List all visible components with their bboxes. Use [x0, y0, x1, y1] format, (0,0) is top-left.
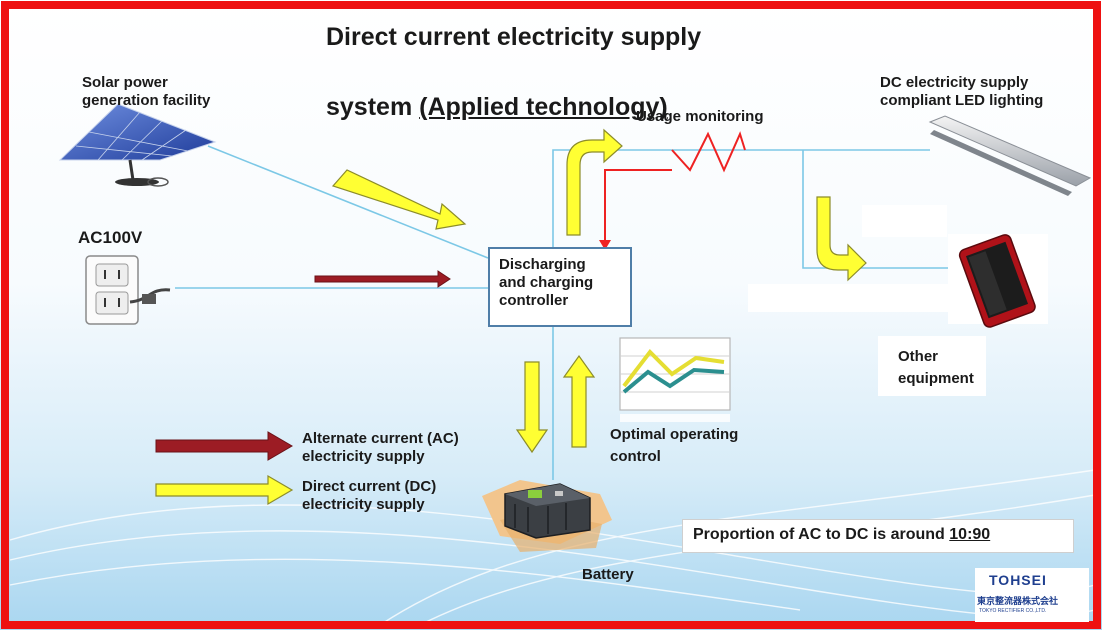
proportion-value: 10:90 — [949, 526, 991, 543]
battery-label: Battery — [582, 566, 634, 583]
label-patch — [862, 205, 947, 237]
dc-arrow-solar — [331, 169, 467, 230]
label-patch — [878, 336, 986, 396]
solar-label: Solar power generation facility — [82, 74, 211, 109]
legend-dc-label: Direct current (DC) electricity supply — [302, 478, 437, 513]
monitor-arrowhead — [599, 240, 611, 250]
ac-flow-arrows — [155, 270, 451, 461]
controller-box — [488, 247, 632, 327]
dc-arrow-down-battery — [515, 361, 549, 454]
chart-icon — [619, 337, 731, 422]
dc-arrow-to-equipment — [816, 196, 867, 282]
solar-panel-icon — [58, 103, 217, 187]
dc-arrow-up-controller — [562, 354, 596, 448]
title-emphasis: (Applied technology) — [419, 93, 668, 121]
led-lighting-label: DC electricity supply compliant LED ligh… — [880, 74, 1044, 109]
proportion-box: Proportion of AC to DC is around 10:90 — [682, 519, 1074, 553]
legend-ac-arrow — [155, 431, 293, 461]
proportion-text: Proportion of AC to DC is around 10:90 — [693, 526, 990, 544]
battery-icon — [482, 480, 612, 552]
led-tube-icon — [928, 115, 1092, 196]
legend-ac-label: Alternate current (AC) electricity suppl… — [302, 430, 459, 465]
ac-outlet-icon — [85, 255, 171, 325]
usage-monitor-signal — [604, 131, 746, 242]
optimal-control-label: Optimal operating control — [610, 426, 739, 465]
dc-arrow-up-turn — [566, 128, 623, 236]
ac100v-label: AC100V — [78, 228, 143, 247]
tablet-icon — [948, 234, 1048, 328]
proportion-prefix: Proportion of AC to DC is around — [693, 526, 950, 543]
logo-sub: TOKYO RECTIFIER CO.,LTD. — [979, 608, 1047, 614]
dc-flow-arrows — [155, 128, 867, 506]
ac-arrow-outlet — [314, 270, 451, 288]
company-logo: TOHSEI 東京整流器株式会社 TOKYO RECTIFIER CO.,LTD… — [975, 568, 1089, 622]
other-equipment-label: Other equipment — [898, 348, 974, 387]
usage-monitoring-label: Usage monitoring — [636, 108, 764, 125]
controller-label: Discharging and charging controller — [499, 256, 594, 309]
logo-jp: 東京整流器株式会社 — [977, 597, 1059, 607]
title-prefix: system — [326, 93, 420, 121]
legend-dc-arrow — [155, 474, 294, 506]
connection-wires — [175, 145, 948, 480]
logo-name: TOHSEI — [989, 572, 1047, 588]
label-patch — [748, 284, 948, 312]
diagram-title-line1: Direct current electricity supply — [326, 23, 702, 51]
diagram-title-line2: system (Applied technology) — [326, 56, 668, 124]
